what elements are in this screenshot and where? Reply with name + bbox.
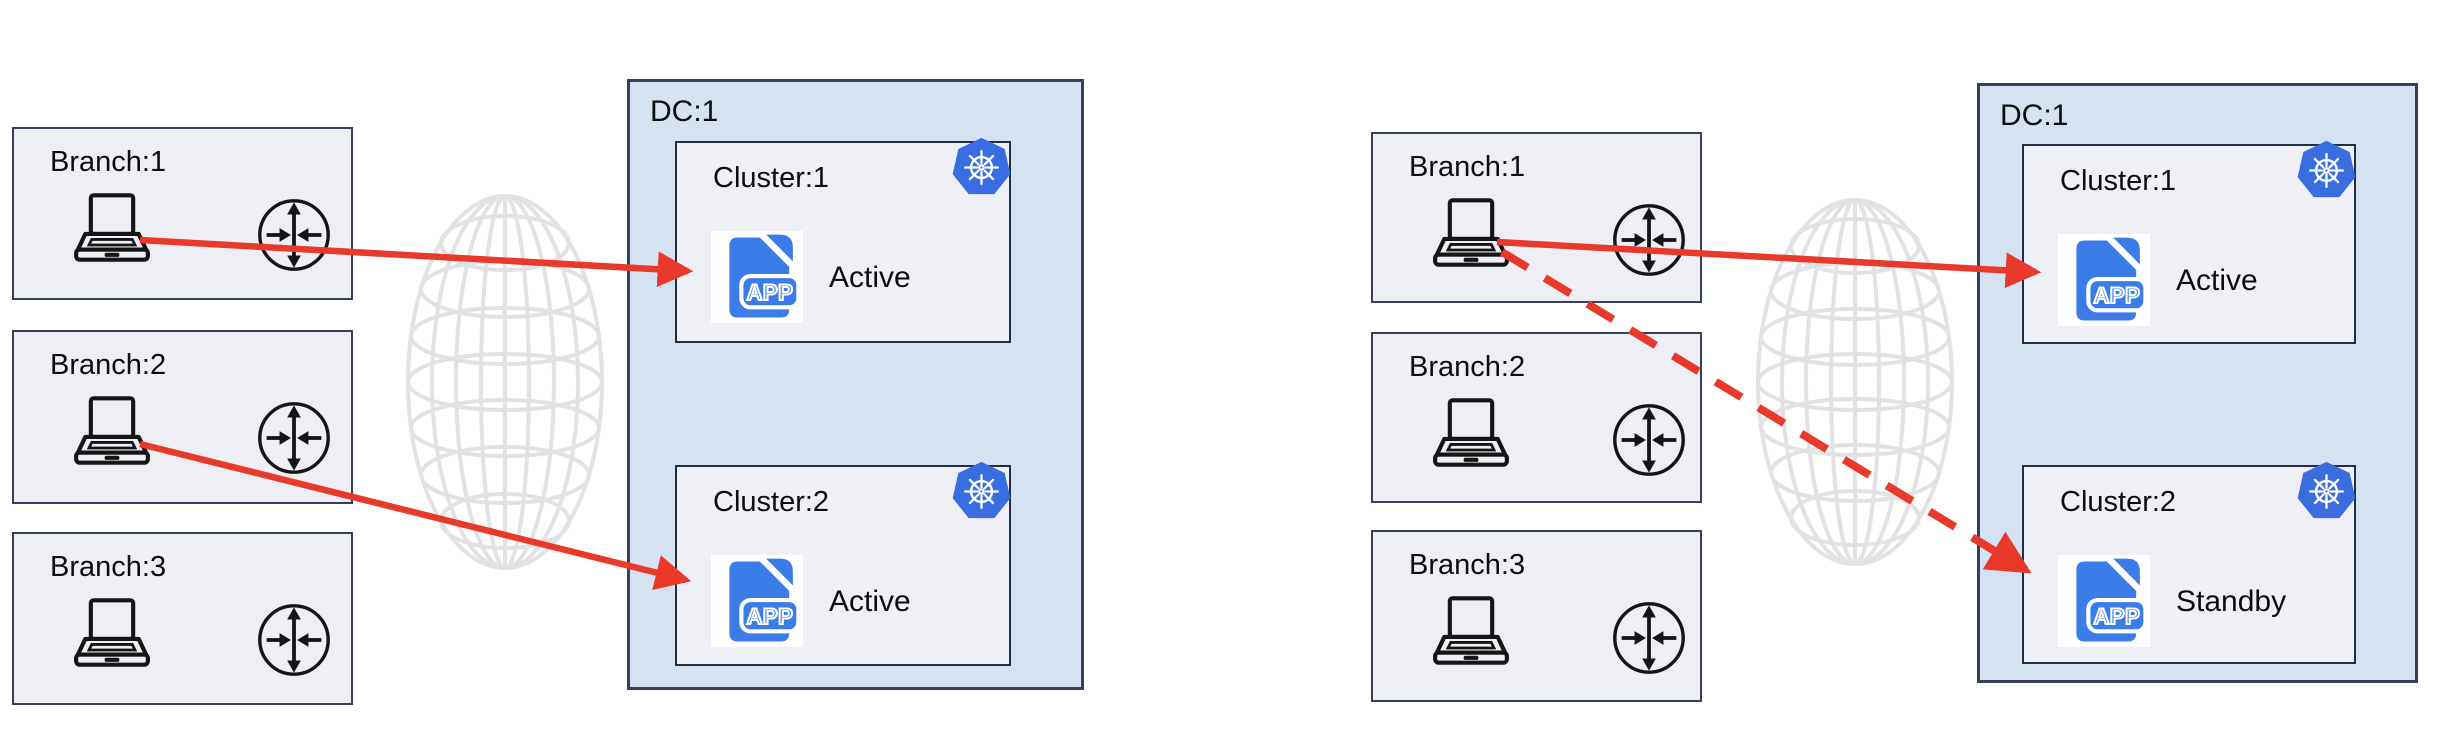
cluster-label: Cluster:1 (2060, 165, 2177, 197)
left-cluster-2-box: Cluster:2 Active (675, 465, 1011, 666)
left-branch-1-box: Branch:1 (12, 127, 353, 300)
left-cluster-1-box: Cluster:1 Active (675, 141, 1011, 343)
branch-label: Branch:3 (1409, 549, 1526, 581)
left-branch-2-box: Branch:2 (12, 330, 353, 504)
right-cluster-2-box: Cluster:2 Standby (2022, 465, 2356, 664)
app-file-icon (711, 231, 803, 323)
router-icon (1611, 402, 1687, 478)
branch-label: Branch:1 (50, 146, 167, 178)
router-icon (256, 197, 332, 273)
app-file-icon (2058, 555, 2150, 647)
kubernetes-icon (2295, 139, 2358, 202)
cluster-status: Active (829, 585, 911, 618)
router-icon (1611, 202, 1687, 278)
left-dc-box: DC:1 Cluster:1 Active Cluster:2 Active (627, 79, 1084, 690)
dc-label: DC:1 (2000, 99, 2069, 132)
cluster-status: Standby (2176, 585, 2287, 618)
dc-label: DC:1 (650, 95, 719, 128)
laptop-icon (66, 394, 158, 478)
right-cluster-1-box: Cluster:1 Active (2022, 144, 2356, 344)
app-file-icon (711, 555, 803, 647)
router-icon (1611, 600, 1687, 676)
right-branch-1-box: Branch:1 (1371, 132, 1702, 303)
router-icon (256, 602, 332, 678)
branch-label: Branch:2 (1409, 351, 1526, 383)
app-file-icon (2058, 234, 2150, 326)
router-icon (256, 400, 332, 476)
laptop-icon (1425, 196, 1517, 280)
internet-globe-icon (1756, 198, 1954, 566)
right-branch-3-box: Branch:3 (1371, 530, 1702, 702)
laptop-icon (1425, 396, 1517, 480)
branch-label: Branch:1 (1409, 151, 1526, 183)
branch-label: Branch:2 (50, 349, 167, 381)
laptop-icon (66, 191, 158, 275)
cluster-label: Cluster:2 (713, 486, 830, 518)
internet-globe-icon (406, 194, 604, 570)
right-branch-2-box: Branch:2 (1371, 332, 1702, 503)
cluster-status: Active (829, 261, 911, 294)
cluster-status: Active (2176, 264, 2258, 297)
laptop-icon (1425, 594, 1517, 678)
left-branch-3-box: Branch:3 (12, 532, 353, 705)
cluster-label: Cluster:2 (2060, 486, 2177, 518)
kubernetes-icon (950, 136, 1013, 199)
laptop-icon (66, 596, 158, 680)
cluster-label: Cluster:1 (713, 162, 830, 194)
branch-label: Branch:3 (50, 551, 167, 583)
kubernetes-icon (950, 460, 1013, 523)
kubernetes-icon (2295, 460, 2358, 523)
right-dc-box: DC:1 Cluster:1 Active Cluster:2 Standby (1977, 83, 2418, 683)
